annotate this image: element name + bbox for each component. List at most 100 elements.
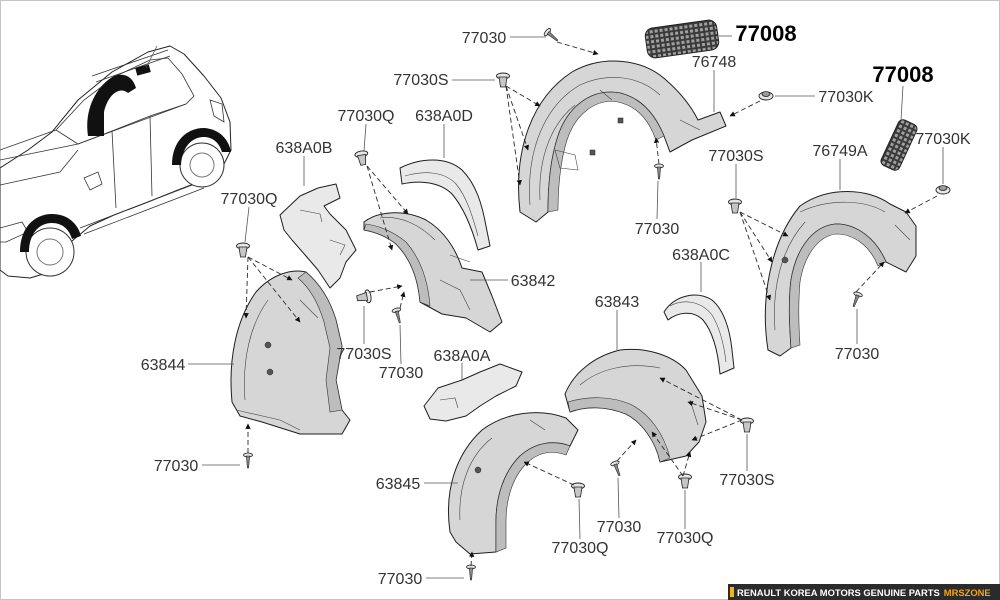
leader-line: [244, 206, 250, 243]
callout-clip-bottom-right-lower[interactable]: 77030Q: [657, 530, 714, 547]
alignment-lines: [243, 41, 938, 567]
car-door-lines: [77, 103, 187, 209]
callout-trim-strip-upper[interactable]: 638A0D: [415, 108, 473, 125]
alignment-line: [556, 41, 599, 56]
callout-screw-right[interactable]: 77030: [835, 346, 880, 363]
liner-right-hole: [781, 256, 789, 264]
liner-left-ribs: [235, 299, 319, 431]
wheel-liner-upper-center: [518, 60, 727, 223]
car-roof-rail: [91, 49, 171, 83]
callout-trim-strip-lower-right[interactable]: 638A0C: [672, 247, 730, 264]
car-vent-highlight: [135, 64, 151, 76]
callout-clip-left[interactable]: 77030Q: [221, 191, 278, 208]
trim-strip-upper-body: [399, 159, 491, 251]
liner-upper-center-inner-face: [547, 91, 665, 213]
callout-nut-clip-upper[interactable]: 77030K: [818, 89, 873, 106]
liner-upper-center-hole: [617, 117, 624, 124]
nut-clip-icon: [935, 185, 951, 195]
callout-screw-top[interactable]: 77030: [462, 30, 507, 47]
vehicle-illustration: [0, 45, 232, 279]
car-inner-liner-highlight: [87, 74, 136, 136]
splash-flap-left: [279, 183, 357, 289]
trim-strip-lower-right-body: [663, 294, 735, 375]
callout-screw-bottom-left[interactable]: 77030: [154, 458, 199, 475]
leader-line: [399, 324, 402, 365]
splash-flap-center-notch: [439, 397, 459, 409]
car-rear-rim: [189, 152, 215, 178]
callout-liner-right[interactable]: 76749A: [812, 143, 867, 160]
callout-liner-upper-center[interactable]: 76748: [692, 54, 737, 71]
car-windshield-lines: [0, 129, 79, 161]
leader-line: [900, 85, 904, 121]
callout-clip-center[interactable]: 77030S: [336, 346, 391, 363]
alignment-line: [651, 431, 684, 477]
leader-lines: [188, 35, 944, 579]
callout-clip-near-strip[interactable]: 77030Q: [338, 108, 395, 125]
callout-screw-bottom-center[interactable]: 77030: [597, 519, 642, 536]
car-side-sill: [79, 181, 205, 235]
car-vent-leader: [145, 45, 158, 69]
alignment-line: [687, 400, 743, 421]
callout-clip-bottom-right[interactable]: 77030S: [719, 472, 774, 489]
alignment-line: [904, 195, 938, 214]
trim-strip-upper-rib: [404, 172, 479, 237]
liner-bottom-ribs: [459, 419, 546, 521]
alignment-line: [691, 419, 743, 441]
liner-left-hole: [266, 368, 274, 376]
alignment-line: [739, 211, 789, 237]
vent-grille-right: [880, 119, 918, 171]
leader-line: [656, 180, 659, 220]
liner-upper-center-ribs: [529, 77, 701, 206]
footer-accent-mark: [730, 587, 734, 597]
alignment-line: [243, 256, 249, 319]
alignment-line: [855, 261, 885, 293]
liner-lower-center-inner-face: [567, 397, 671, 463]
callout-splash-flap-left[interactable]: 638A0B: [276, 140, 333, 157]
car-hood-lines: [0, 149, 79, 186]
alignment-line: [653, 137, 660, 165]
car-front-wheel: [25, 227, 75, 277]
callout-clip-right[interactable]: 77030S: [708, 148, 763, 165]
alignment-line: [659, 377, 743, 421]
callout-clip-upper-left[interactable]: 77030S: [393, 72, 448, 89]
callout-liner-center[interactable]: 63842: [511, 273, 556, 290]
leader-line: [617, 477, 620, 519]
callout-screw-below-upper-liner[interactable]: 77030: [635, 221, 680, 238]
wheel-liner-right: [764, 191, 917, 357]
callout-liner-left[interactable]: 63844: [141, 357, 186, 374]
trim-strip-upper: [399, 159, 491, 251]
liner-center-ribs: [379, 217, 471, 311]
liner-center-inner-face: [363, 223, 431, 307]
liner-bottom-hole: [474, 466, 482, 474]
liner-upper-center-hole: [589, 149, 596, 156]
callout-liner-lower-center[interactable]: 63843: [595, 294, 640, 311]
nut-clip-icon: [758, 91, 774, 101]
alignment-line: [468, 551, 475, 567]
callout-screw-bottom[interactable]: 77030: [378, 571, 423, 588]
car-tail-lamp: [209, 99, 225, 123]
vent-grille-right-body: [880, 119, 918, 171]
liner-left-inner-face: [297, 271, 343, 413]
callout-clip-bottom-center[interactable]: 77030Q: [552, 540, 609, 557]
splash-flap-left-notches: [299, 209, 346, 256]
alignment-line: [505, 85, 529, 151]
callout-vent-grille-right[interactable]: 77008: [872, 62, 933, 87]
car-headlight: [0, 221, 29, 243]
car-rear-arch-liner: [172, 128, 231, 165]
alignment-line: [505, 85, 541, 107]
car-front-arch-liner: [20, 214, 81, 252]
callout-screw-center[interactable]: 77030: [379, 365, 424, 382]
callout-nut-clip-right[interactable]: 77030K: [915, 131, 970, 148]
callout-splash-flap-center[interactable]: 638A0A: [434, 348, 491, 365]
liner-right-ribs: [774, 201, 911, 331]
callout-vent-grille-top[interactable]: 77008: [735, 21, 796, 46]
liner-left-hole: [264, 341, 272, 349]
splash-flap-left-body: [279, 183, 357, 289]
callout-liner-bottom[interactable]: 63845: [376, 476, 421, 493]
trim-strip-lower-right: [663, 294, 735, 375]
alignment-line: [369, 284, 403, 293]
car-mirror: [83, 171, 103, 191]
